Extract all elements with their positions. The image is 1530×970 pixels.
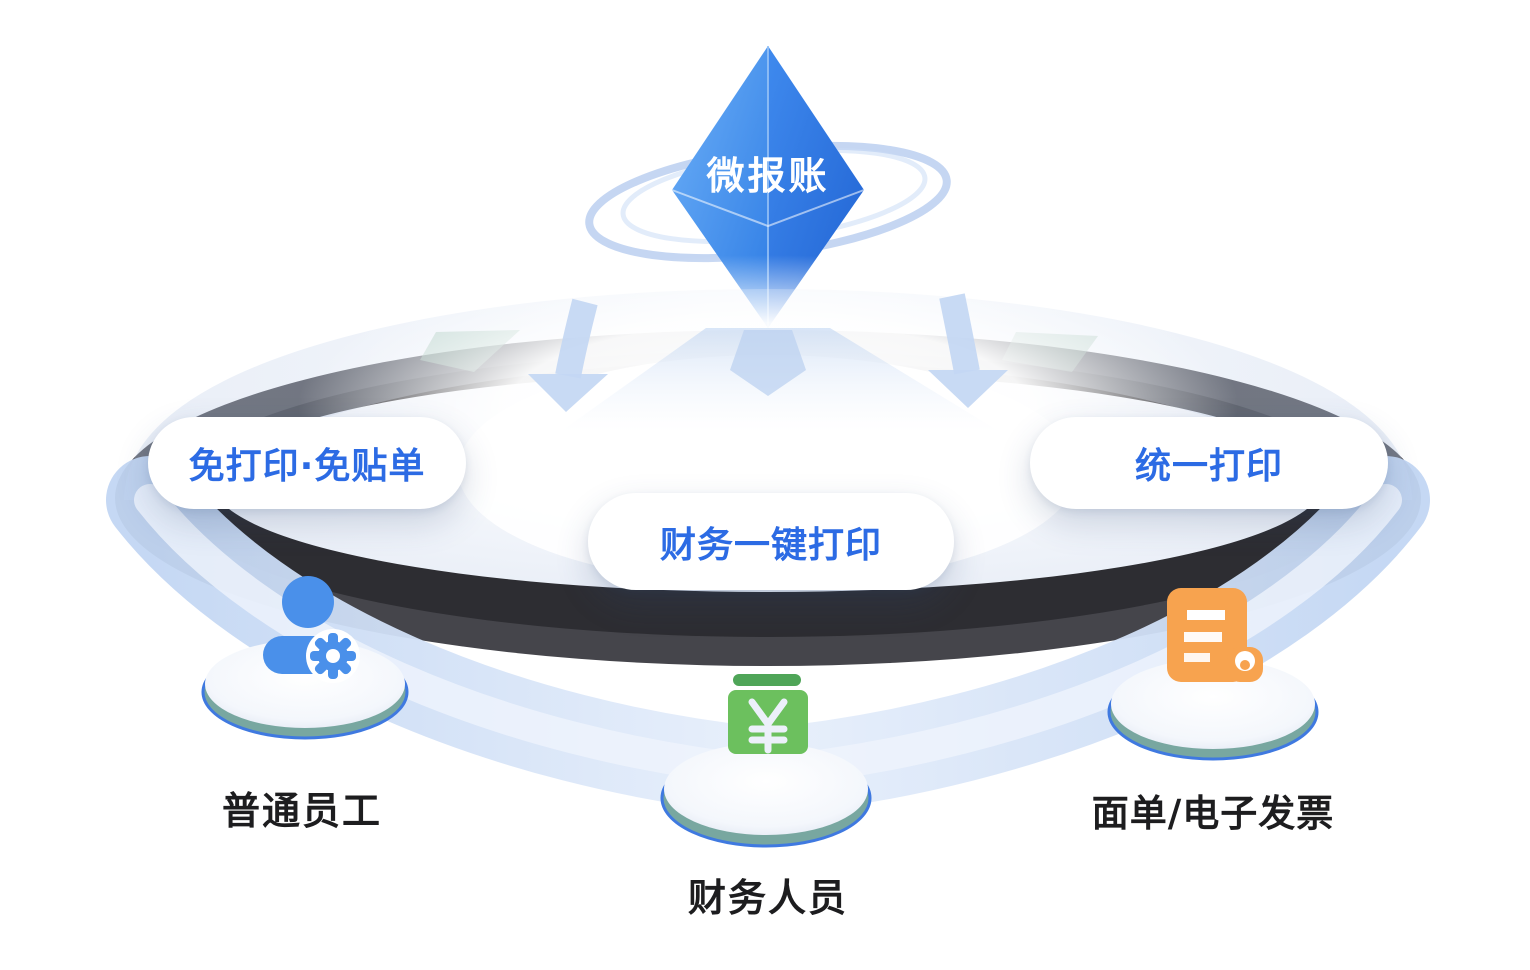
role-waybill-einvoice: 面单/电子发票 (1091, 792, 1335, 835)
invoice-receipt-icon (1167, 588, 1263, 682)
pedestal-right (1107, 659, 1319, 761)
pill-finance-one-click-print-label: 财务一键打印 (659, 524, 882, 566)
cash-yuan-icon (728, 674, 808, 754)
role-finance-staff: 财务人员 (687, 875, 848, 920)
user-gear-icon (263, 576, 360, 683)
pedestal-center (660, 743, 872, 848)
gem-title: 微报账 (706, 153, 830, 198)
pill-finance-one-click-print: 财务一键打印 (588, 493, 954, 590)
down-arrow-icon (528, 293, 1008, 432)
pill-unified-print-label: 统一打印 (1134, 446, 1283, 487)
pill-unified-print: 统一打印 (1030, 417, 1388, 509)
role-ordinary-employee: 普通员工 (221, 788, 382, 833)
pill-no-print-no-paste-label: 免打印·免贴单 (188, 446, 426, 487)
pill-no-print-no-paste: 免打印·免贴单 (148, 417, 466, 509)
